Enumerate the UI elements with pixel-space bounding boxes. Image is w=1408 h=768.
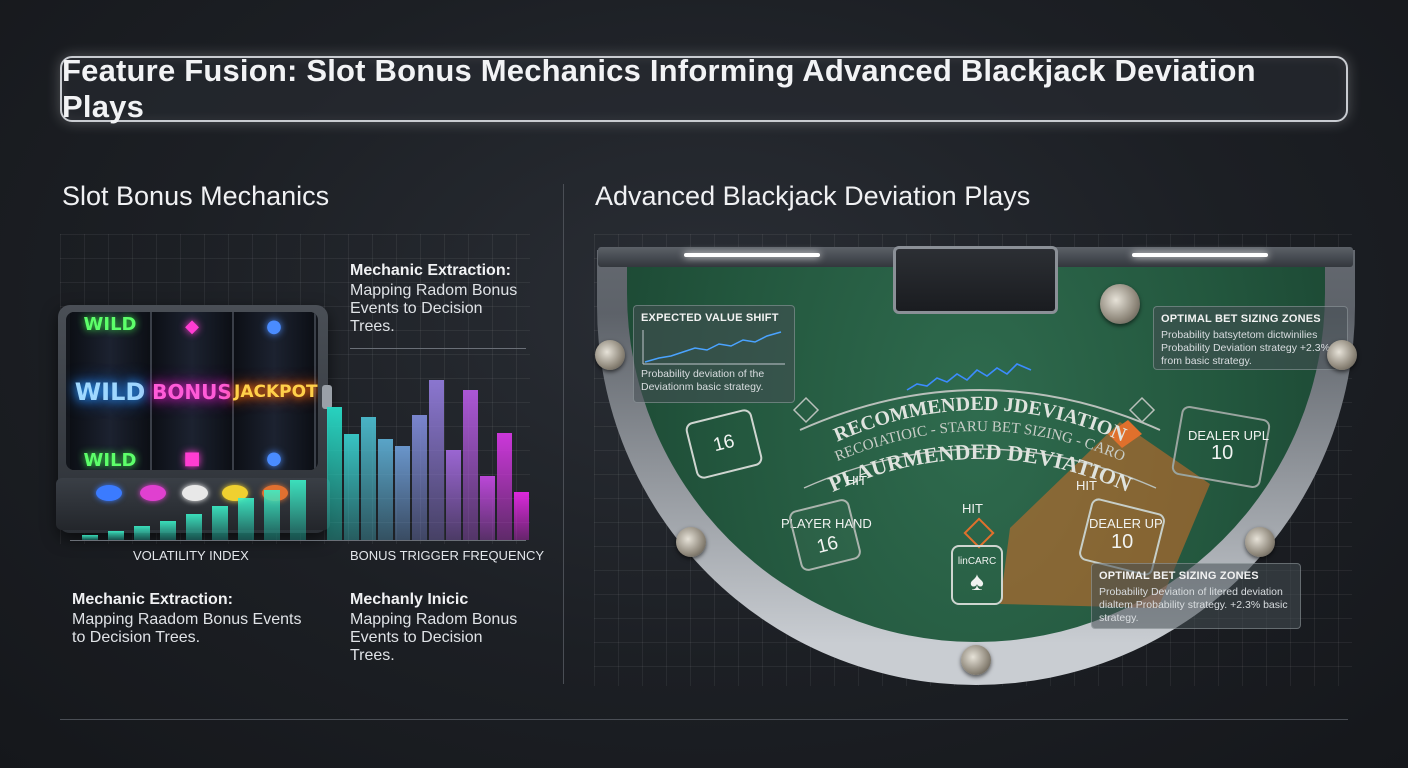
hit-label-center: HIT [962, 501, 983, 516]
dealer-upl-label: DEALER UPL [1188, 428, 1269, 443]
bottom-divider [60, 719, 1348, 720]
card-spot-center-label: linCARC [957, 555, 997, 567]
volatility-bar [264, 490, 280, 540]
mechanic-bottom-left-block: Mechanic Extraction: Mapping Raadom Bonu… [72, 591, 312, 647]
left-section-heading: Slot Bonus Mechanics [62, 181, 330, 211]
hit-label-left: HIT [846, 473, 867, 488]
card-spot-left-value: 16 [711, 430, 737, 457]
rail-bolt-5 [1327, 340, 1357, 370]
volatility-bar [108, 531, 124, 540]
mechanic-bottom-left-body: Mapping Raadom Bonus Events to Decision … [72, 611, 302, 646]
rail-bolt-3 [961, 645, 991, 675]
reel-3: ● JACKPOT ● [234, 312, 318, 470]
volatility-bar [186, 514, 202, 540]
player-hand-value: 16 [814, 532, 841, 558]
rail-bolt-2 [676, 527, 706, 557]
volatility-bar [212, 506, 228, 540]
reel-3-top-symbol: ● [266, 316, 282, 337]
optimal-bet-box-bottom: OPTIMAL BET SIZING ZONES Probability Dev… [1091, 563, 1301, 629]
frequency-bar [497, 433, 512, 540]
bonus-symbol: BONUS [152, 380, 232, 404]
frequency-bar [327, 407, 342, 540]
dealer-up-value: 10 [1111, 531, 1134, 553]
felt-sparkline [906, 363, 1032, 391]
spade-icon: ♠ [970, 565, 984, 596]
frequency-bar [463, 390, 478, 540]
frequency-bar [344, 434, 359, 540]
frequency-bar [429, 380, 444, 540]
slot-button-blue[interactable] [96, 485, 122, 501]
mechanic-top-block: Mechanic Extraction: Mapping Radom Bonus… [350, 262, 526, 349]
rail-bolt-1 [595, 340, 625, 370]
volatility-index-label: VOLATILITY INDEX [133, 548, 249, 563]
frequency-bar [514, 492, 529, 540]
card-spot-center[interactable]: linCARC ♠ [951, 545, 1003, 605]
reel-1-top-symbol: WILD [83, 314, 137, 335]
vertical-divider [563, 184, 564, 684]
right-section-heading: Advanced Blackjack Deviation Plays [595, 181, 1031, 211]
hit-label-right: HIT [1076, 478, 1097, 493]
frequency-bar [446, 450, 461, 540]
expected-value-body: Probability deviation of the Deviationm … [641, 368, 765, 393]
slot-lever[interactable] [322, 385, 332, 409]
expected-value-title: EXPECTED VALUE SHIFT [641, 312, 779, 324]
volatility-bar [238, 498, 254, 540]
mechanic-bottom-right-body: Mapping Radom Bonus Events to Decision T… [350, 611, 518, 664]
reel-1-bottom-symbol: WILD [83, 450, 137, 470]
reel-2-bottom-symbol: ■ [183, 448, 201, 469]
reel-1: WILD WILD WILD [70, 312, 152, 470]
dealer-button-icon[interactable] [1100, 284, 1140, 324]
mechanic-bottom-right-title: Mechanly Inicic [350, 591, 469, 608]
mechanic-top-underline [350, 348, 526, 349]
frequency-bar [480, 476, 495, 540]
slot-button-white[interactable] [182, 485, 208, 501]
deviation-arc-texts: RECOMMENDED JDEVIATION RECOIATIOIC - STA… [792, 389, 1161, 497]
reel-3-bottom-symbol: ● [266, 448, 282, 469]
volatility-bar [82, 535, 98, 540]
volatility-bar [160, 521, 176, 540]
page-title: Feature Fusion: Slot Bonus Mechanics Inf… [60, 53, 1348, 124]
reel-2-top-symbol: ◆ [185, 316, 199, 337]
bonus-trigger-frequency-label: BONUS TRIGGER FREQUENCY [350, 548, 545, 563]
expected-value-sparkline [642, 330, 785, 365]
volatility-bar [134, 526, 150, 540]
mechanic-bottom-right-block: Mechanly Inicic Mapping Radom Bonus Even… [350, 591, 530, 665]
dealer-up-label: DEALER UP [1089, 516, 1163, 531]
slot-button-yellow[interactable] [222, 485, 248, 501]
rail-light-right [1132, 253, 1268, 257]
frequency-bar [412, 415, 427, 540]
optimal-bet-top-body: Probability batsytetom dictwinilies Prob… [1161, 329, 1330, 367]
slot-screen: WILD WILD WILD ◆ BONUS ■ ● JACKPOT ● [66, 312, 318, 470]
rail-bolt-4 [1245, 527, 1275, 557]
optimal-bet-top-title: OPTIMAL BET SIZING ZONES [1161, 313, 1321, 325]
slot-button-magenta[interactable] [140, 485, 166, 501]
player-hand-label: PLAYER HAND [781, 516, 872, 531]
optimal-bet-zone-overlay [1000, 420, 1210, 608]
frequency-bar [361, 417, 376, 540]
volatility-bar [290, 480, 306, 540]
rail-light-left [684, 253, 820, 257]
expected-value-box: EXPECTED VALUE SHIFT Probability deviati… [633, 305, 795, 403]
chip-tray [893, 246, 1058, 314]
wild-symbol: WILD [74, 378, 146, 406]
frequency-bar [378, 439, 393, 540]
optimal-bet-bottom-title: OPTIMAL BET SIZING ZONES [1099, 570, 1259, 582]
mechanic-top-body: Mapping Radom Bonus Events to Decision T… [350, 282, 518, 335]
optimal-bet-bottom-body: Probability Deviation of litered deviati… [1099, 586, 1288, 624]
jackpot-symbol: JACKPOT [234, 382, 318, 402]
mechanic-top-title: Mechanic Extraction: [350, 262, 511, 279]
frequency-bar [395, 446, 410, 540]
chart-baseline [70, 540, 526, 541]
reel-2: ◆ BONUS ■ [152, 312, 234, 470]
mechanic-bottom-left-title: Mechanic Extraction: [72, 591, 233, 608]
optimal-bet-box-top: OPTIMAL BET SIZING ZONES Probability bat… [1153, 306, 1348, 370]
dealer-upl-value: 10 [1211, 442, 1234, 464]
